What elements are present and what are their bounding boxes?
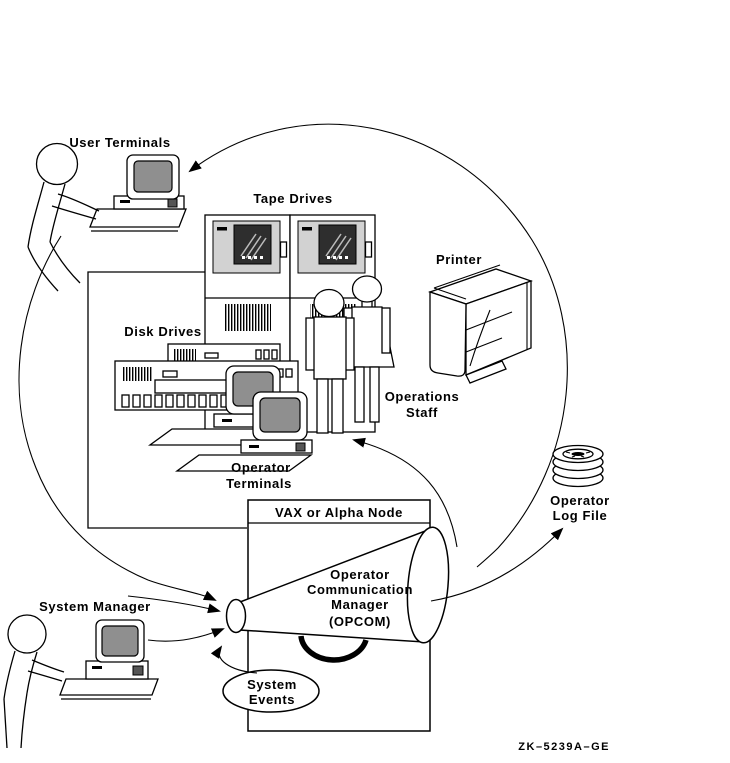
operator-terminal-front bbox=[175, 391, 313, 472]
arrow-systemmanager-to-opcom-upper bbox=[127, 595, 221, 614]
label-system-manager: System Manager bbox=[39, 599, 151, 614]
operator-terminals-icon bbox=[148, 365, 313, 472]
communication-loop-arcs bbox=[18, 123, 568, 601]
arrow-opcom-to-operationsstaff bbox=[352, 437, 458, 548]
arrow-systemmanager-terminal-to-opcom bbox=[147, 628, 225, 642]
system-manager-scene bbox=[3, 614, 159, 749]
figure-id-code: ZK–5239A–GE bbox=[518, 741, 610, 753]
label-system-events-2: Events bbox=[249, 692, 295, 707]
printer-icon bbox=[427, 264, 533, 384]
user-terminal-scene bbox=[27, 142, 187, 292]
label-operator-terminals-1: Operator bbox=[231, 460, 291, 475]
label-disk-drives: Disk Drives bbox=[124, 324, 201, 339]
label-operator-log-file-1: Operator bbox=[550, 493, 610, 508]
label-printer: Printer bbox=[436, 252, 482, 267]
label-operator-terminals-2: Terminals bbox=[226, 476, 292, 491]
staff-figures-icon bbox=[305, 275, 395, 434]
flow-arrows bbox=[127, 437, 564, 674]
staff-figure-male bbox=[305, 288, 355, 434]
system-events-bubble bbox=[222, 669, 320, 713]
label-opcom-3: Manager bbox=[331, 597, 389, 612]
label-user-terminals: User Terminals bbox=[69, 135, 170, 150]
system-manager-person-icon bbox=[3, 614, 65, 749]
system-manager-terminal-icon bbox=[59, 619, 159, 700]
label-tape-drives: Tape Drives bbox=[253, 191, 332, 206]
user-terminal-icon bbox=[89, 154, 187, 232]
arrow-opcom-to-logfile bbox=[430, 527, 564, 602]
arrow-systemevents-to-opcom bbox=[210, 645, 258, 674]
label-vax-node: VAX or Alpha Node bbox=[275, 505, 403, 520]
label-operations-staff-2: Staff bbox=[406, 405, 438, 420]
disk-platter-stack-icon bbox=[552, 444, 604, 488]
megaphone-icon bbox=[225, 526, 450, 663]
tape-drive-cabinet-left bbox=[204, 214, 291, 433]
label-operator-log-file-2: Log File bbox=[553, 508, 608, 523]
label-opcom-4: (OPCOM) bbox=[329, 614, 391, 629]
label-operations-staff-1: Operations bbox=[385, 389, 460, 404]
label-system-events-1: System bbox=[247, 677, 297, 692]
labels: User Terminals Tape Drives Disk Drives P… bbox=[39, 135, 610, 753]
loop-arc-left-arrow bbox=[18, 235, 217, 601]
label-opcom-1: Operator bbox=[330, 567, 390, 582]
label-opcom-2: Communication bbox=[307, 582, 413, 597]
computer-room-box bbox=[87, 271, 247, 529]
loop-arc-right-arrow bbox=[188, 123, 568, 568]
user-person-icon bbox=[27, 142, 100, 292]
